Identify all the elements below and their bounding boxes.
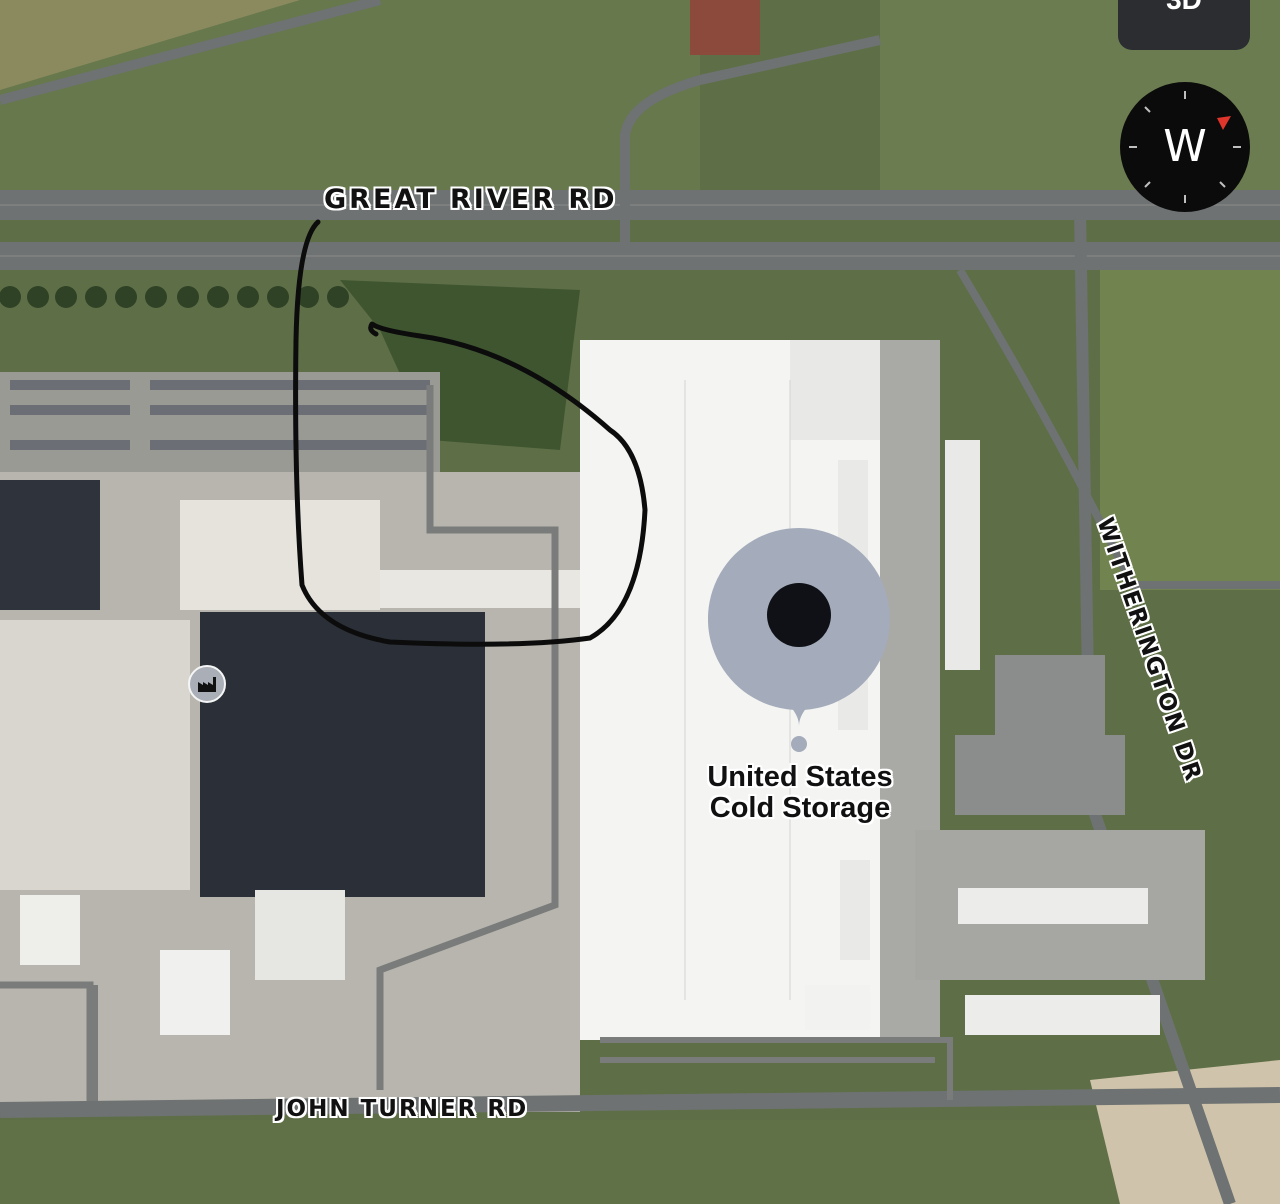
compass-dial xyxy=(1120,82,1250,212)
place-name-line2: Cold Storage xyxy=(709,792,891,824)
factory-glyph xyxy=(198,677,216,692)
factory-icon[interactable] xyxy=(188,665,226,703)
road-label-great-river: GREAT RIVER RD xyxy=(324,184,618,215)
place-name-line1: United States xyxy=(707,761,893,793)
3d-toggle-button[interactable]: 3D xyxy=(1118,0,1250,50)
compass-heading-letter: W xyxy=(1163,121,1207,172)
compass-north-needle xyxy=(1217,116,1231,130)
pin-marker xyxy=(708,528,890,752)
place-label[interactable]: United States Cold Storage xyxy=(690,762,910,824)
3d-toggle-label: 3D xyxy=(1166,0,1202,15)
compass[interactable]: W xyxy=(1119,81,1251,213)
road-label-john-turner: JOHN TURNER RD xyxy=(276,1096,529,1122)
location-pin[interactable] xyxy=(708,528,890,756)
